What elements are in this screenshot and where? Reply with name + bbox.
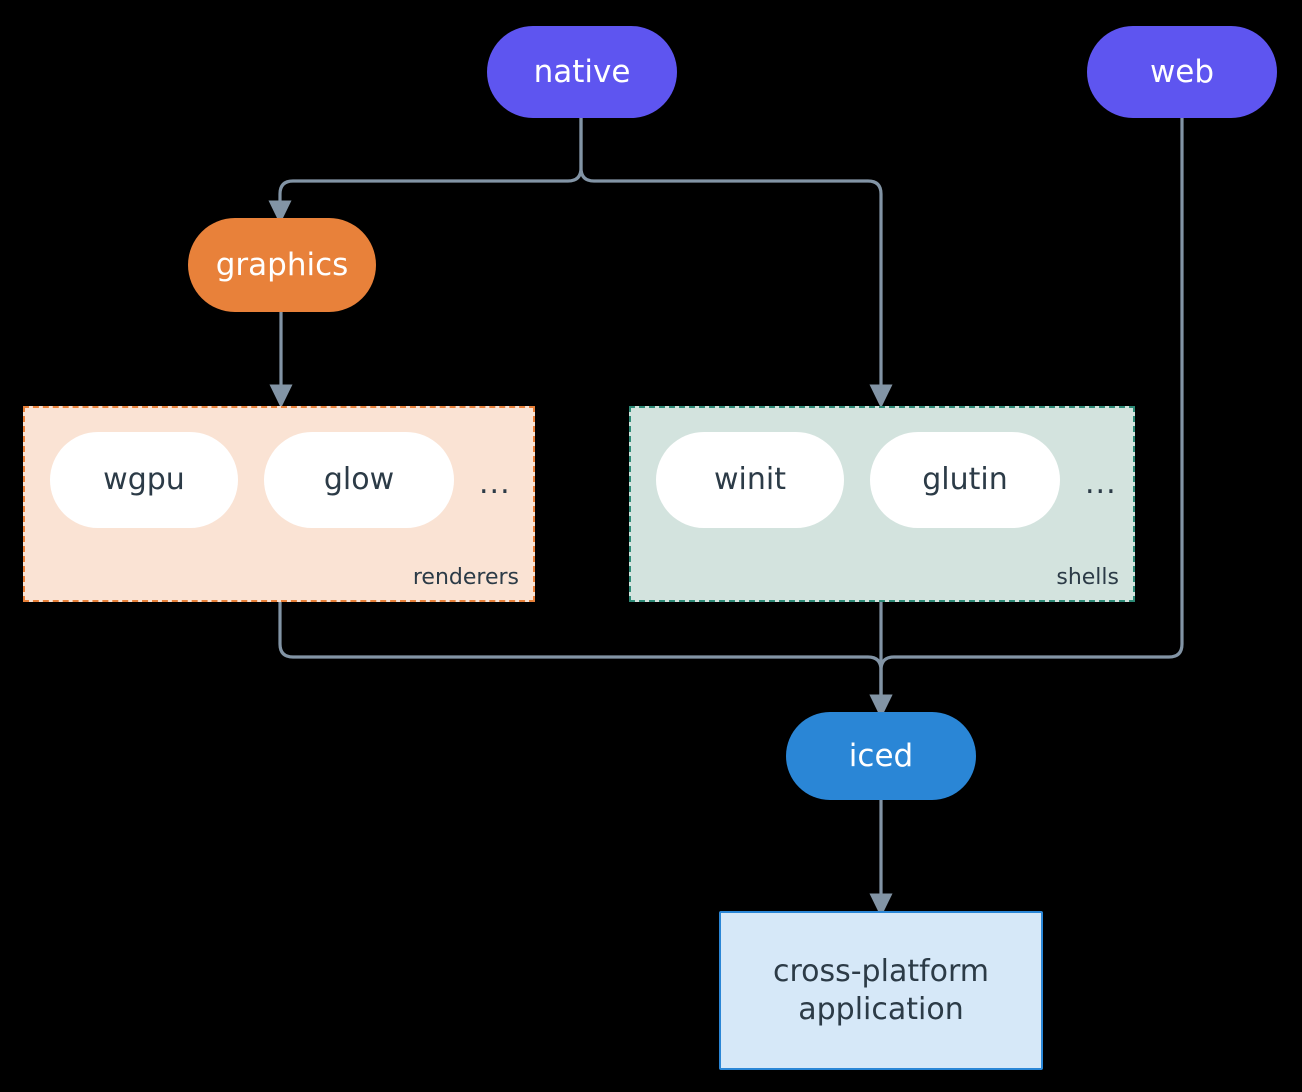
edge-renderers-to-iced: [278, 600, 893, 719]
leaf-wgpu-label: wgpu: [103, 462, 185, 498]
leaf-winit-label: winit: [714, 462, 786, 498]
leaf-winit[interactable]: winit: [656, 432, 844, 528]
node-iced-label: iced: [848, 737, 914, 774]
leaf-glow-label: glow: [323, 462, 395, 498]
renderers-more-ellipsis: ...: [479, 466, 511, 501]
leaf-glutin[interactable]: glutin: [870, 432, 1060, 528]
node-iced[interactable]: iced: [786, 712, 976, 800]
node-web-label: web: [1149, 53, 1215, 90]
leaf-glow[interactable]: glow: [264, 432, 454, 528]
node-native[interactable]: native: [487, 26, 677, 118]
node-cross-platform-application[interactable]: cross-platform application: [719, 911, 1043, 1070]
application-label-line1: cross-platform: [772, 954, 990, 989]
group-shells-label: shells: [1056, 565, 1119, 590]
application-label-line2: application: [798, 991, 964, 1027]
node-native-label: native: [533, 53, 631, 90]
group-renderers-label: renderers: [412, 565, 519, 590]
node-graphics[interactable]: graphics: [188, 218, 376, 312]
leaf-glutin-label: glutin: [922, 462, 1008, 498]
edge-native-to-graphics: [268, 116, 583, 225]
shells-more-ellipsis: ...: [1085, 466, 1117, 501]
leaf-wgpu[interactable]: wgpu: [50, 432, 238, 528]
edge-native-to-shells: [579, 116, 893, 409]
node-web[interactable]: web: [1087, 26, 1277, 118]
node-graphics-label: graphics: [215, 246, 349, 283]
edge-web-to-iced: [869, 116, 1184, 719]
